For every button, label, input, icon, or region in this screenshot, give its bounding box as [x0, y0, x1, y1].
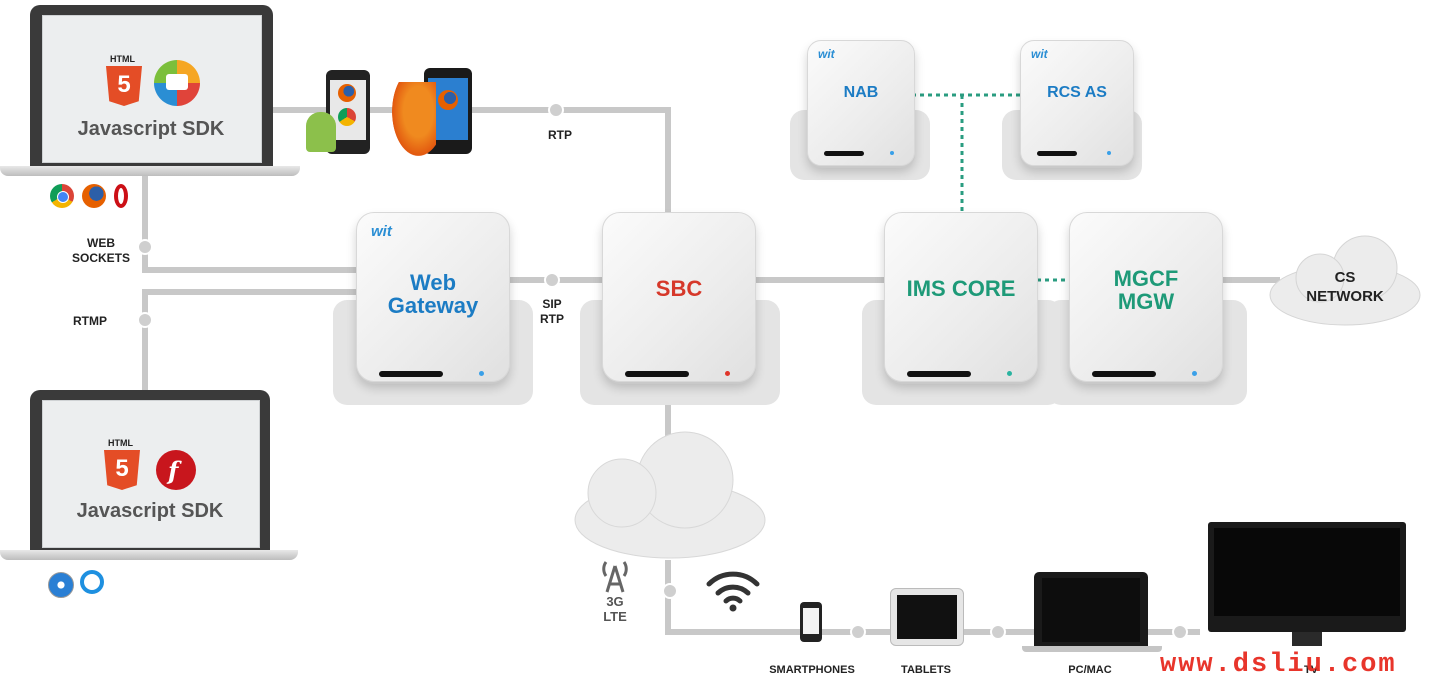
tablets-label: TABLETS	[901, 664, 951, 676]
opera-icon[interactable]	[114, 184, 128, 208]
html5-icon-bottom: 5	[104, 450, 140, 490]
node-smartphones	[850, 624, 866, 640]
html5-caption: HTML	[110, 54, 135, 64]
3g-lte-label: 3G LTE	[603, 594, 627, 624]
flash-icon: f	[156, 450, 196, 490]
sbc-box[interactable]: SBC	[602, 212, 756, 382]
antenna-icon	[602, 561, 628, 593]
mgcf-mgw-title: MGCF MGW	[1113, 266, 1179, 315]
firefox-app-icon	[338, 84, 356, 102]
node-rtp	[548, 102, 564, 118]
mgcf-mgw-box[interactable]: MGCF MGW	[1069, 212, 1223, 382]
web-gateway-box[interactable]: wit Web Gateway	[356, 212, 510, 382]
safari-icon[interactable]	[48, 572, 74, 598]
sdk-label-bottom: Javascript SDK	[76, 500, 224, 522]
rtmp-label: RTMP	[73, 314, 107, 328]
sip-rtp-label: SIP RTP	[540, 297, 564, 326]
web-gateway-title: Web Gateway	[387, 270, 479, 319]
tablet-device	[890, 588, 964, 646]
html5-caption-bottom: HTML	[108, 438, 133, 448]
line-rtmp	[142, 289, 360, 390]
smartphones-label: SMARTPHONES	[769, 664, 855, 676]
android-robot-icon	[306, 112, 336, 152]
watermark: www.dsliu.com	[1160, 650, 1397, 680]
wit-logo-rcs: wit	[1031, 47, 1048, 61]
node-pcmac	[1172, 624, 1188, 640]
wit-logo: wit	[371, 223, 392, 240]
rcs-as-title: RCS AS	[1047, 84, 1107, 101]
tv-label: TV	[1303, 664, 1319, 676]
firefox-icon[interactable]	[82, 184, 106, 208]
nab-box[interactable]: wit NAB	[807, 40, 915, 166]
ims-core-title: IMS CORE	[906, 276, 1016, 301]
firefox-fox-icon	[392, 82, 436, 156]
node-sip	[544, 272, 560, 288]
sdk-label-top: Javascript SDK	[77, 118, 225, 140]
nab-title: NAB	[843, 84, 879, 101]
html5-icon: 5	[106, 66, 142, 106]
rcs-as-box[interactable]: wit RCS AS	[1020, 40, 1134, 166]
pc-mac-label: PC/MAC	[1068, 664, 1112, 676]
line-websockets	[142, 175, 360, 273]
ie-icon[interactable]	[80, 570, 104, 594]
ims-core-box[interactable]: IMS CORE	[884, 212, 1038, 382]
node-tablets	[990, 624, 1006, 640]
wifi-icon	[706, 571, 760, 612]
chrome-icon[interactable]	[50, 184, 74, 208]
webrtc-bubble	[166, 74, 188, 90]
rtp-label: RTP	[548, 128, 572, 142]
web-sockets-label: WEB SOCKETS	[71, 236, 130, 265]
sbc-title: SBC	[655, 276, 703, 301]
chrome-app-icon	[338, 108, 356, 126]
node-cloud-bottom	[662, 583, 678, 599]
node-websockets	[137, 239, 153, 255]
cs-network-cloud	[1269, 235, 1421, 326]
cs-network-label: CS NETWORK	[1306, 269, 1384, 305]
wit-logo-nab: wit	[818, 47, 835, 61]
smartphone-device	[800, 602, 822, 642]
internet-cloud	[574, 431, 766, 559]
node-rtmp	[137, 312, 153, 328]
